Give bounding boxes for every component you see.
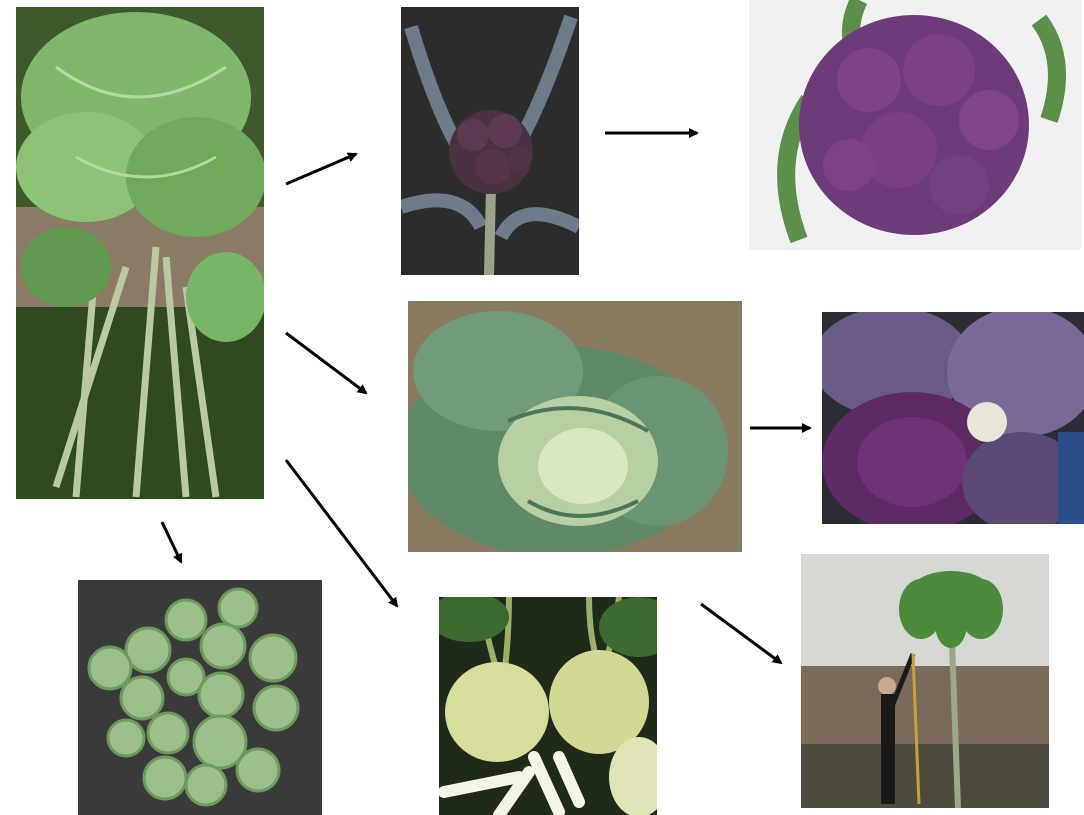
brussels-sprouts-photo (78, 580, 322, 815)
red-cabbage-photo-icon (822, 312, 1084, 524)
arrow-wild-to-cabbage (286, 333, 366, 393)
green-cabbage-photo (408, 301, 742, 552)
wild-cabbage-photo (16, 7, 264, 499)
arrow-kohlrabi-to-tree-cabbage (701, 604, 781, 663)
cauliflower-photo-icon (749, 0, 1081, 250)
cabbage-photo-icon (408, 301, 742, 552)
red-cabbage-photo (822, 312, 1084, 524)
broccoli-photo-icon (401, 7, 579, 275)
tall-plant-photo-icon (801, 554, 1049, 808)
leafy-plant-photo-icon (16, 7, 264, 499)
purple-cauliflower-photo (749, 0, 1081, 250)
arrow-wild-to-sprouts (162, 522, 181, 562)
kohlrabi-photo-icon (439, 597, 657, 815)
arrow-wild-to-broccoli (286, 154, 356, 184)
purple-broccoli-photo (401, 7, 579, 275)
tree-cabbage-photo (801, 554, 1049, 808)
kohlrabi-photo (439, 597, 657, 815)
sprouts-photo-icon (78, 580, 322, 815)
